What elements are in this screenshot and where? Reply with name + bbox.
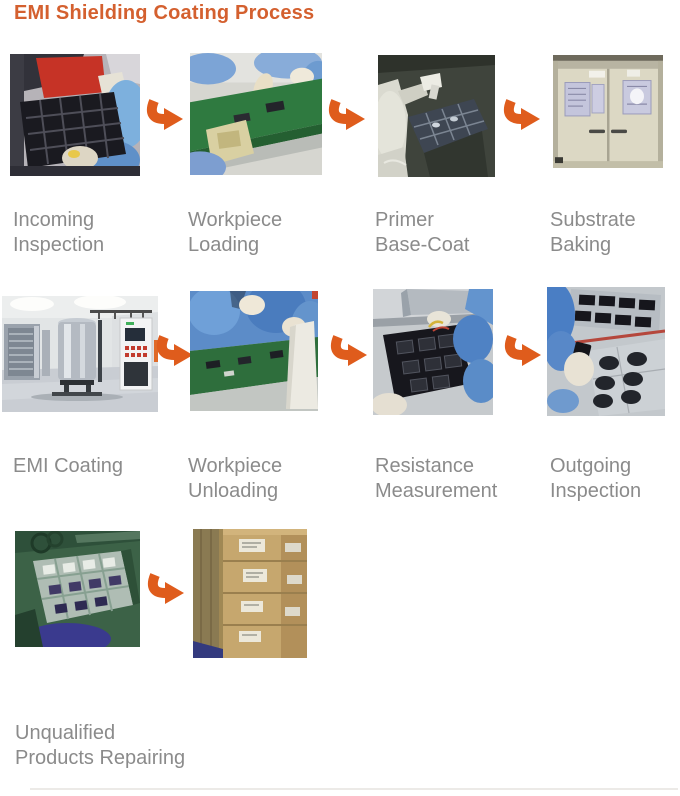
photo-primer-base-coat (378, 55, 495, 177)
photo-packed-cartons (193, 529, 307, 658)
photo-incoming-inspection (10, 54, 140, 176)
photo-workpiece-loading (190, 53, 322, 175)
photo-resistance-measurement (373, 289, 493, 415)
caption-workpiece-loading: Workpiece Loading (188, 209, 283, 256)
bottom-divider (30, 788, 678, 790)
caption-unqualified-products-repairing: Unqualified Products Repairing (15, 722, 186, 769)
page-title: EMI Shielding Coating Process (14, 2, 315, 24)
caption-outgoing-inspection: Outgoing Inspection (550, 455, 642, 502)
flow-arrow-icon (155, 333, 195, 369)
photo-outgoing-inspection (547, 287, 665, 416)
flow-arrow-icon (146, 571, 186, 607)
photo-substrate-baking (553, 55, 663, 168)
photo-workpiece-unloading (190, 291, 318, 411)
flow-arrow-icon (145, 97, 185, 133)
caption-resistance-measurement: Resistance Measurement (375, 455, 498, 502)
caption-substrate-baking: Substrate Baking (550, 209, 636, 256)
caption-incoming-inspection: Incoming Inspection (13, 209, 105, 256)
photo-unqualified-products-repairing (15, 531, 140, 647)
flow-arrow-icon (327, 97, 367, 133)
caption-workpiece-unloading: Workpiece Unloading (188, 455, 283, 502)
flow-arrow-icon (329, 333, 369, 369)
caption-primer-base-coat: Primer Base-Coat (375, 209, 470, 256)
caption-emi-coating: EMI Coating (13, 455, 124, 477)
flow-arrow-icon (502, 97, 542, 133)
photo-emi-coating (2, 296, 158, 412)
flow-arrow-icon (503, 333, 543, 369)
